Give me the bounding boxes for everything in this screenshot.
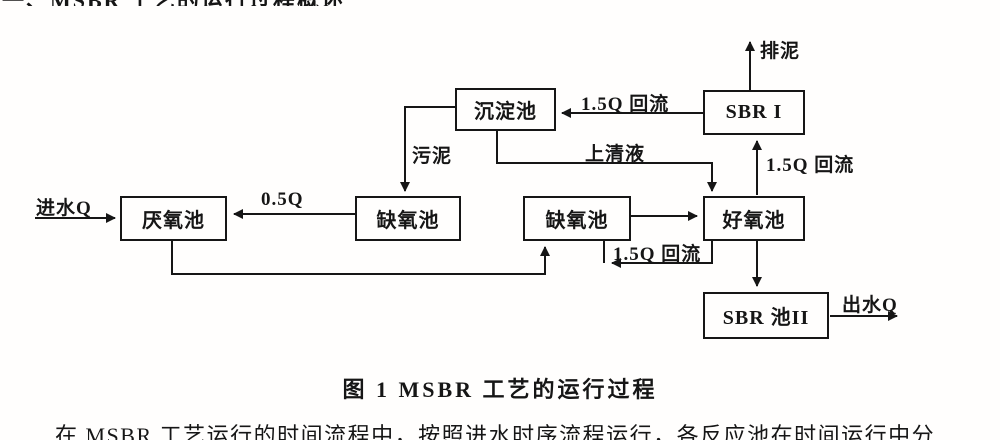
node-settling-label: 沉淀池 [474,101,537,123]
node-anoxic-tank-2: 缺氧池 [523,196,631,241]
label-reflux-sbr1-to-settling: 1.5Q 回流 [581,94,670,115]
node-aerobic-tank: 好氧池 [703,196,805,241]
node-sbr2-label: SBR 池II [722,307,810,329]
node-sbr1: SBR I [703,90,805,135]
clipped-text-top-line: 一、MSBR 工艺的运行过程概述 [2,0,402,6]
node-anaerobic-label: 厌氧池 [142,210,205,232]
label-reflux-aerobic-to-anoxic: 1.5Q 回流 [613,244,702,265]
arrow-anaerobic-to-anoxic2 [171,241,550,275]
node-sbr2-tank: SBR 池II [703,292,829,339]
node-aerobic-label: 好氧池 [722,210,786,232]
label-influent-q: 进水Q [36,198,92,219]
label-effluent-q: 出水Q [842,295,898,316]
clipped-text-top: 一、MSBR 工艺的运行过程概述 [2,0,402,6]
node-anoxic-tank-1: 缺氧池 [355,196,461,241]
clipped-text-bottom: 在 MSBR 工艺运行的时间流程中，按照进水时序流程运行，各反应池在时间运行中分 [55,423,936,440]
label-supernatant: 上清液 [585,144,646,165]
label-sludge-return: 污泥 [412,146,453,167]
label-sludge-discharge: 排泥 [760,41,801,62]
label-reflux-aerobic-to-sbr1: 1.5Q 回流 [766,155,855,176]
label-half-q-return: 0.5Q [261,189,304,210]
node-settling-tank: 沉淀池 [455,88,556,131]
node-anaerobic-tank: 厌氧池 [120,196,227,241]
figure-caption: 图 1 MSBR 工艺的运行过程 [342,377,658,402]
node-sbr1-label: SBR I [725,101,783,123]
node-anoxic1-label: 缺氧池 [376,210,440,232]
node-anoxic2-label: 缺氧池 [545,210,609,232]
